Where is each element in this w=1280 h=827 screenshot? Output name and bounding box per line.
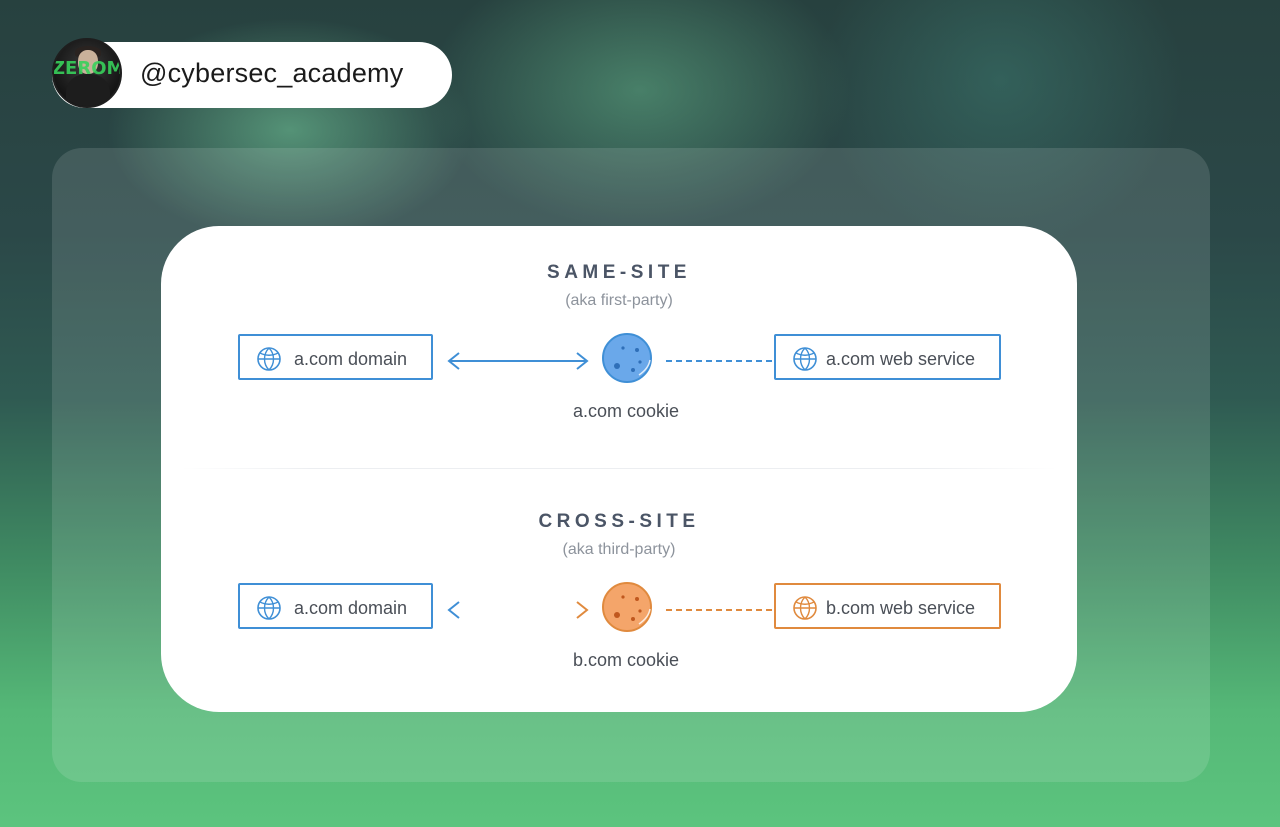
globe-icon [257,347,281,371]
profile-handle[interactable]: @cybersec_academy [140,58,404,88]
same-site-cookie-label: a.com cookie [572,401,680,421]
globe-icon [257,596,281,620]
section-divider [181,468,1057,469]
cross-site-title: CROSS-SITE [538,511,700,532]
cross-site-double-arrow-icon [447,601,589,619]
avatar-face [78,50,98,74]
avatar-body [66,74,110,106]
same-site-right-label: a.com web service [826,349,976,369]
cross-site-right-box: b.com web service [774,583,1001,629]
avatar[interactable]: ZEROMAY [52,38,122,108]
cross-site-right-label: b.com web service [826,598,976,618]
same-site-title: SAME-SITE [547,262,691,283]
globe-icon [793,596,817,620]
same-site-left-box: a.com domain [238,334,433,380]
cross-site-cookie-icon [602,582,652,632]
cross-site-left-label: a.com domain [294,598,408,618]
same-site-right-box: a.com web service [774,334,1001,380]
cross-site-subtitle: (aka third-party) [562,541,676,558]
same-site-subtitle: (aka first-party) [565,292,673,309]
cross-site-left-box: a.com domain [238,583,433,629]
same-site-cookie-icon [602,333,652,383]
diagram-connectors [447,333,772,632]
avatar-logo: ZEROMAY [52,58,122,79]
same-site-left-label: a.com domain [294,349,408,369]
same-site-double-arrow-icon [447,352,589,370]
globe-icon [793,347,817,371]
cross-site-cookie-label: b.com cookie [572,650,680,670]
diagram-card: SAME-SITE (aka first-party) a.com domain… [161,226,1077,712]
